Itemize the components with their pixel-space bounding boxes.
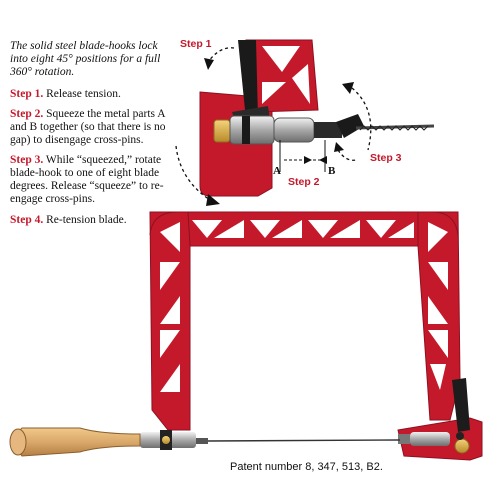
step1-arrow xyxy=(207,47,235,63)
part-b-label: B xyxy=(328,165,336,177)
wooden-handle xyxy=(9,427,141,457)
step-1-text: Release tension. xyxy=(46,88,121,100)
callout-step-2: Step 2 xyxy=(288,176,320,188)
saw-blade xyxy=(207,439,401,442)
patent-note: Patent number 8, 347, 513, B2. xyxy=(230,461,383,473)
step-4-label: Step 4. xyxy=(10,214,44,226)
part-a-label: A xyxy=(273,165,281,177)
step-2-instruction: Step 2. Squeeze the metal parts A and B … xyxy=(10,108,178,147)
inset-detail xyxy=(199,39,435,197)
right-blade-holder xyxy=(397,378,483,461)
step-3-text: While “squeezed,” rotate blade-hook to o… xyxy=(10,154,164,205)
step-4-text: Re-tension blade. xyxy=(46,214,127,226)
step-2-text: Squeeze the metal parts A and B together… xyxy=(10,108,166,146)
intro-text: The solid steel blade-hooks lock into ei… xyxy=(10,40,161,78)
step-2-label: Step 2. xyxy=(10,108,44,120)
step-3-instruction: Step 3. While “squeezed,” rotate blade-h… xyxy=(10,154,178,206)
step-1-label: Step 1. xyxy=(10,88,44,100)
detail-leader-arrow xyxy=(175,145,211,201)
step-1-instruction: Step 1. Release tension. xyxy=(10,88,178,101)
step-3-label: Step 3. xyxy=(10,154,44,166)
frame-truss-cutouts xyxy=(160,220,448,392)
left-blade-holder xyxy=(140,430,208,450)
step-4-instruction: Step 4. Re-tension blade. xyxy=(10,214,178,227)
callout-step-3: Step 3 xyxy=(370,152,402,164)
saw-frame xyxy=(149,211,461,431)
callout-step-1: Step 1 xyxy=(180,38,212,50)
step3-rotation-arrow xyxy=(351,87,372,151)
